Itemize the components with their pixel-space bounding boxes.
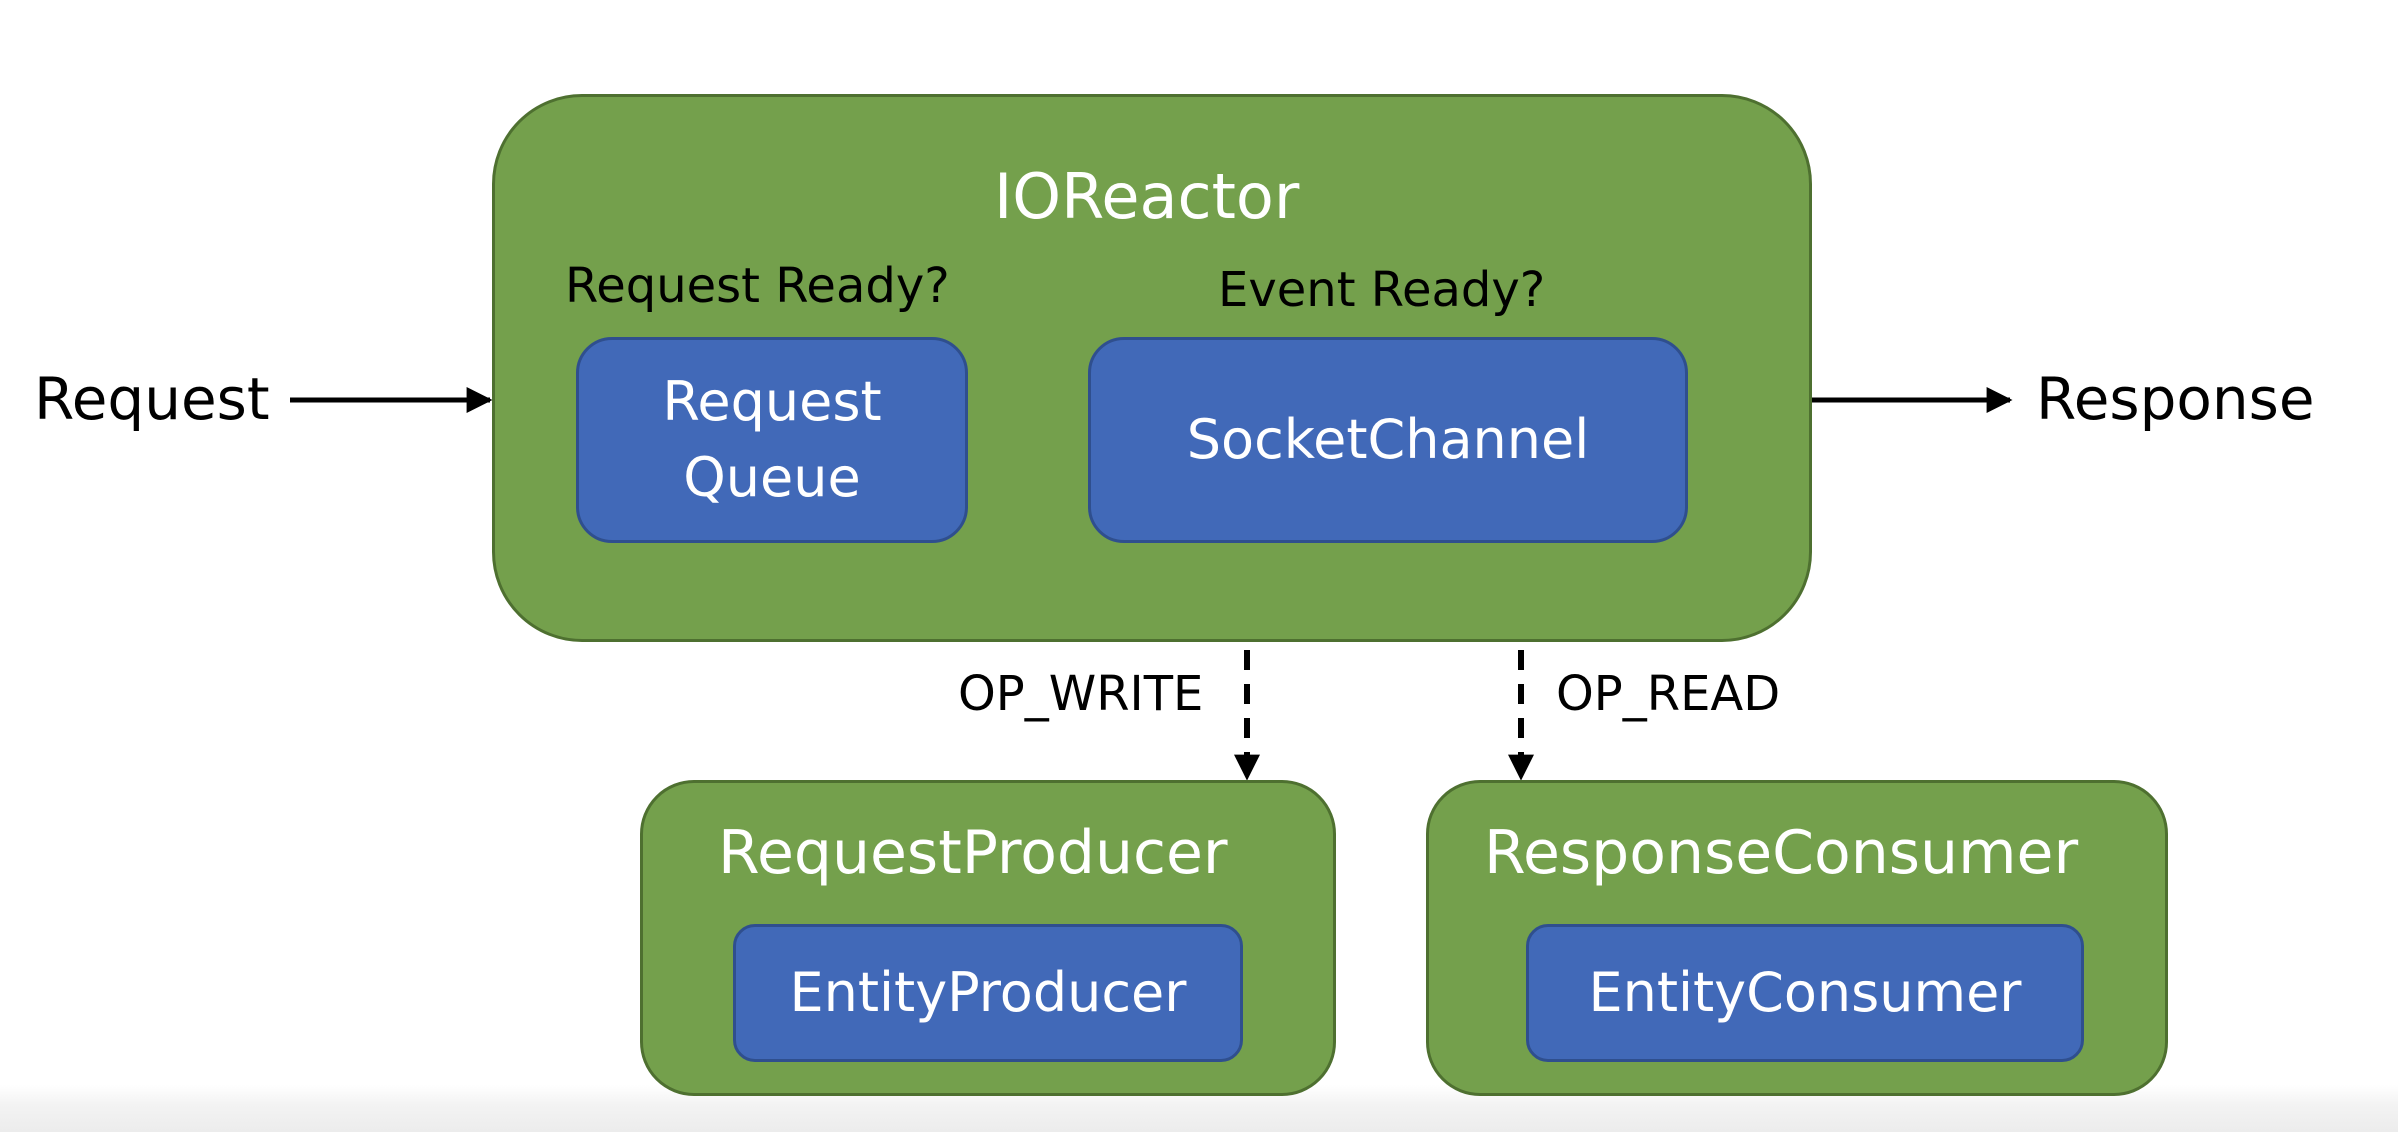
request-queue-box: Request Queue — [576, 337, 968, 543]
entity-producer-box: EntityProducer — [733, 924, 1243, 1062]
response-output-label: Response — [2036, 365, 2315, 433]
entity-consumer-label: EntityConsumer — [1588, 961, 2022, 1025]
socket-channel-label: SocketChannel — [1186, 408, 1590, 472]
socket-channel-box: SocketChannel — [1088, 337, 1688, 543]
response-consumer-title: ResponseConsumer — [1484, 818, 2079, 888]
request-queue-label-line1: Request — [662, 370, 882, 434]
op-write-label: OP_WRITE — [958, 666, 1204, 722]
ioreactor-title: IOReactor — [994, 160, 1300, 233]
op-read-label: OP_READ — [1556, 666, 1781, 722]
entity-consumer-box: EntityConsumer — [1526, 924, 2084, 1062]
request-producer-title: RequestProducer — [718, 818, 1228, 888]
request-input-label: Request — [34, 365, 270, 433]
event-ready-label: Event Ready? — [1218, 262, 1546, 318]
entity-producer-label: EntityProducer — [789, 961, 1187, 1025]
request-queue-label-line2: Queue — [683, 446, 861, 509]
request-ready-label: Request Ready? — [565, 258, 950, 314]
